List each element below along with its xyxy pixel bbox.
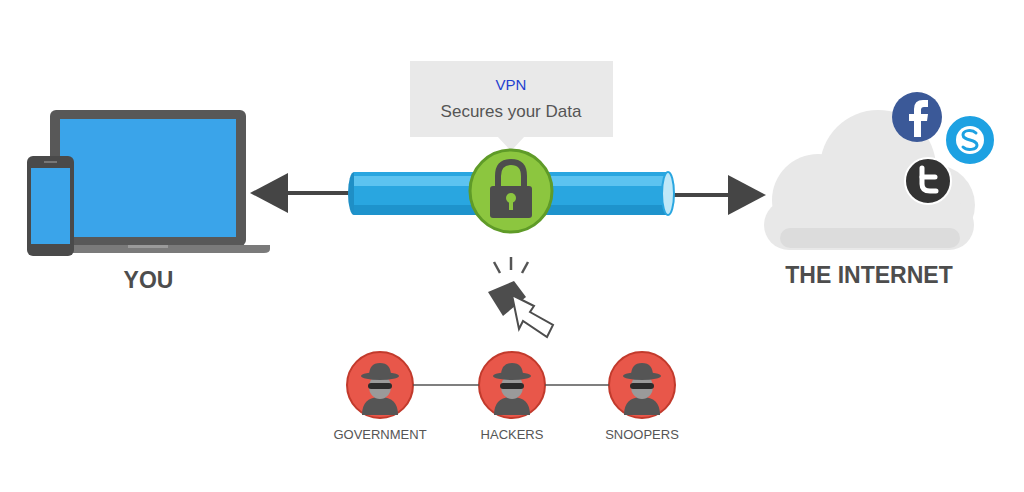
laptop-notch	[128, 245, 168, 248]
spy-circle: GOVERNMENT	[347, 352, 413, 418]
callout-text: Secures your Data	[441, 101, 582, 123]
spy-glasses	[500, 383, 524, 389]
skype-glyph	[956, 126, 984, 154]
tube-end	[662, 172, 674, 215]
spy-circle	[609, 352, 675, 418]
node-label: THE INTERNET	[785, 262, 952, 288]
twitter-icon	[905, 158, 951, 204]
connector-line	[545, 384, 609, 386]
connector-line	[413, 384, 479, 386]
lock-shackle	[498, 162, 524, 188]
spy-glasses	[630, 383, 654, 389]
spy-icon	[479, 352, 545, 418]
phone-frame	[27, 156, 74, 256]
lock-circle	[470, 150, 552, 232]
spy-circle	[347, 352, 413, 418]
cloud-shade	[780, 228, 960, 248]
arrow-line	[284, 191, 354, 195]
facebook-glyph	[909, 100, 928, 137]
alert-stroke	[522, 262, 528, 273]
arrow-head	[728, 175, 766, 215]
node-label: YOU	[124, 267, 174, 293]
twitter-glyph	[922, 168, 936, 191]
spy-body	[494, 397, 530, 415]
cloud	[764, 110, 975, 250]
node-label: HACKERS	[481, 427, 544, 443]
callout-title: VPN	[496, 75, 527, 95]
spy-hat	[631, 363, 653, 376]
arrow-line	[668, 193, 732, 197]
keyhole	[509, 200, 513, 210]
node-label: SNOOPERS	[605, 427, 679, 443]
spy-icon	[609, 352, 675, 418]
facebook-icon	[892, 92, 942, 142]
spy-body	[362, 397, 398, 415]
skype-icon	[945, 115, 995, 165]
alert-stroke	[510, 257, 513, 270]
spy-circle: HACKERS	[479, 352, 545, 418]
arrow-head	[250, 173, 288, 213]
spy-figures	[347, 352, 675, 418]
spy-hat	[501, 363, 523, 376]
laptop-frame	[50, 110, 246, 246]
callout-box: VPN Secures your Data	[410, 61, 613, 137]
phone-screen	[31, 168, 70, 244]
spy-circle: SNOOPERS	[609, 352, 675, 418]
spy-circle	[479, 352, 545, 418]
skype-glyph	[963, 131, 977, 150]
cloud-part	[764, 200, 974, 250]
spy-hat	[369, 363, 391, 376]
device-group: YOU	[27, 110, 270, 255]
spy-body	[624, 397, 660, 415]
spy-icon	[347, 352, 413, 418]
intercept-arrow	[512, 295, 553, 337]
node-label: GOVERNMENT	[333, 427, 426, 443]
phone-speaker	[44, 161, 57, 163]
alert-stroke	[494, 262, 500, 273]
lock-body	[490, 186, 532, 218]
twitter-glyph	[922, 175, 935, 180]
laptop-screen	[60, 119, 236, 237]
spy-glasses	[368, 383, 392, 389]
internet-cloud: THE INTERNET	[764, 110, 974, 250]
